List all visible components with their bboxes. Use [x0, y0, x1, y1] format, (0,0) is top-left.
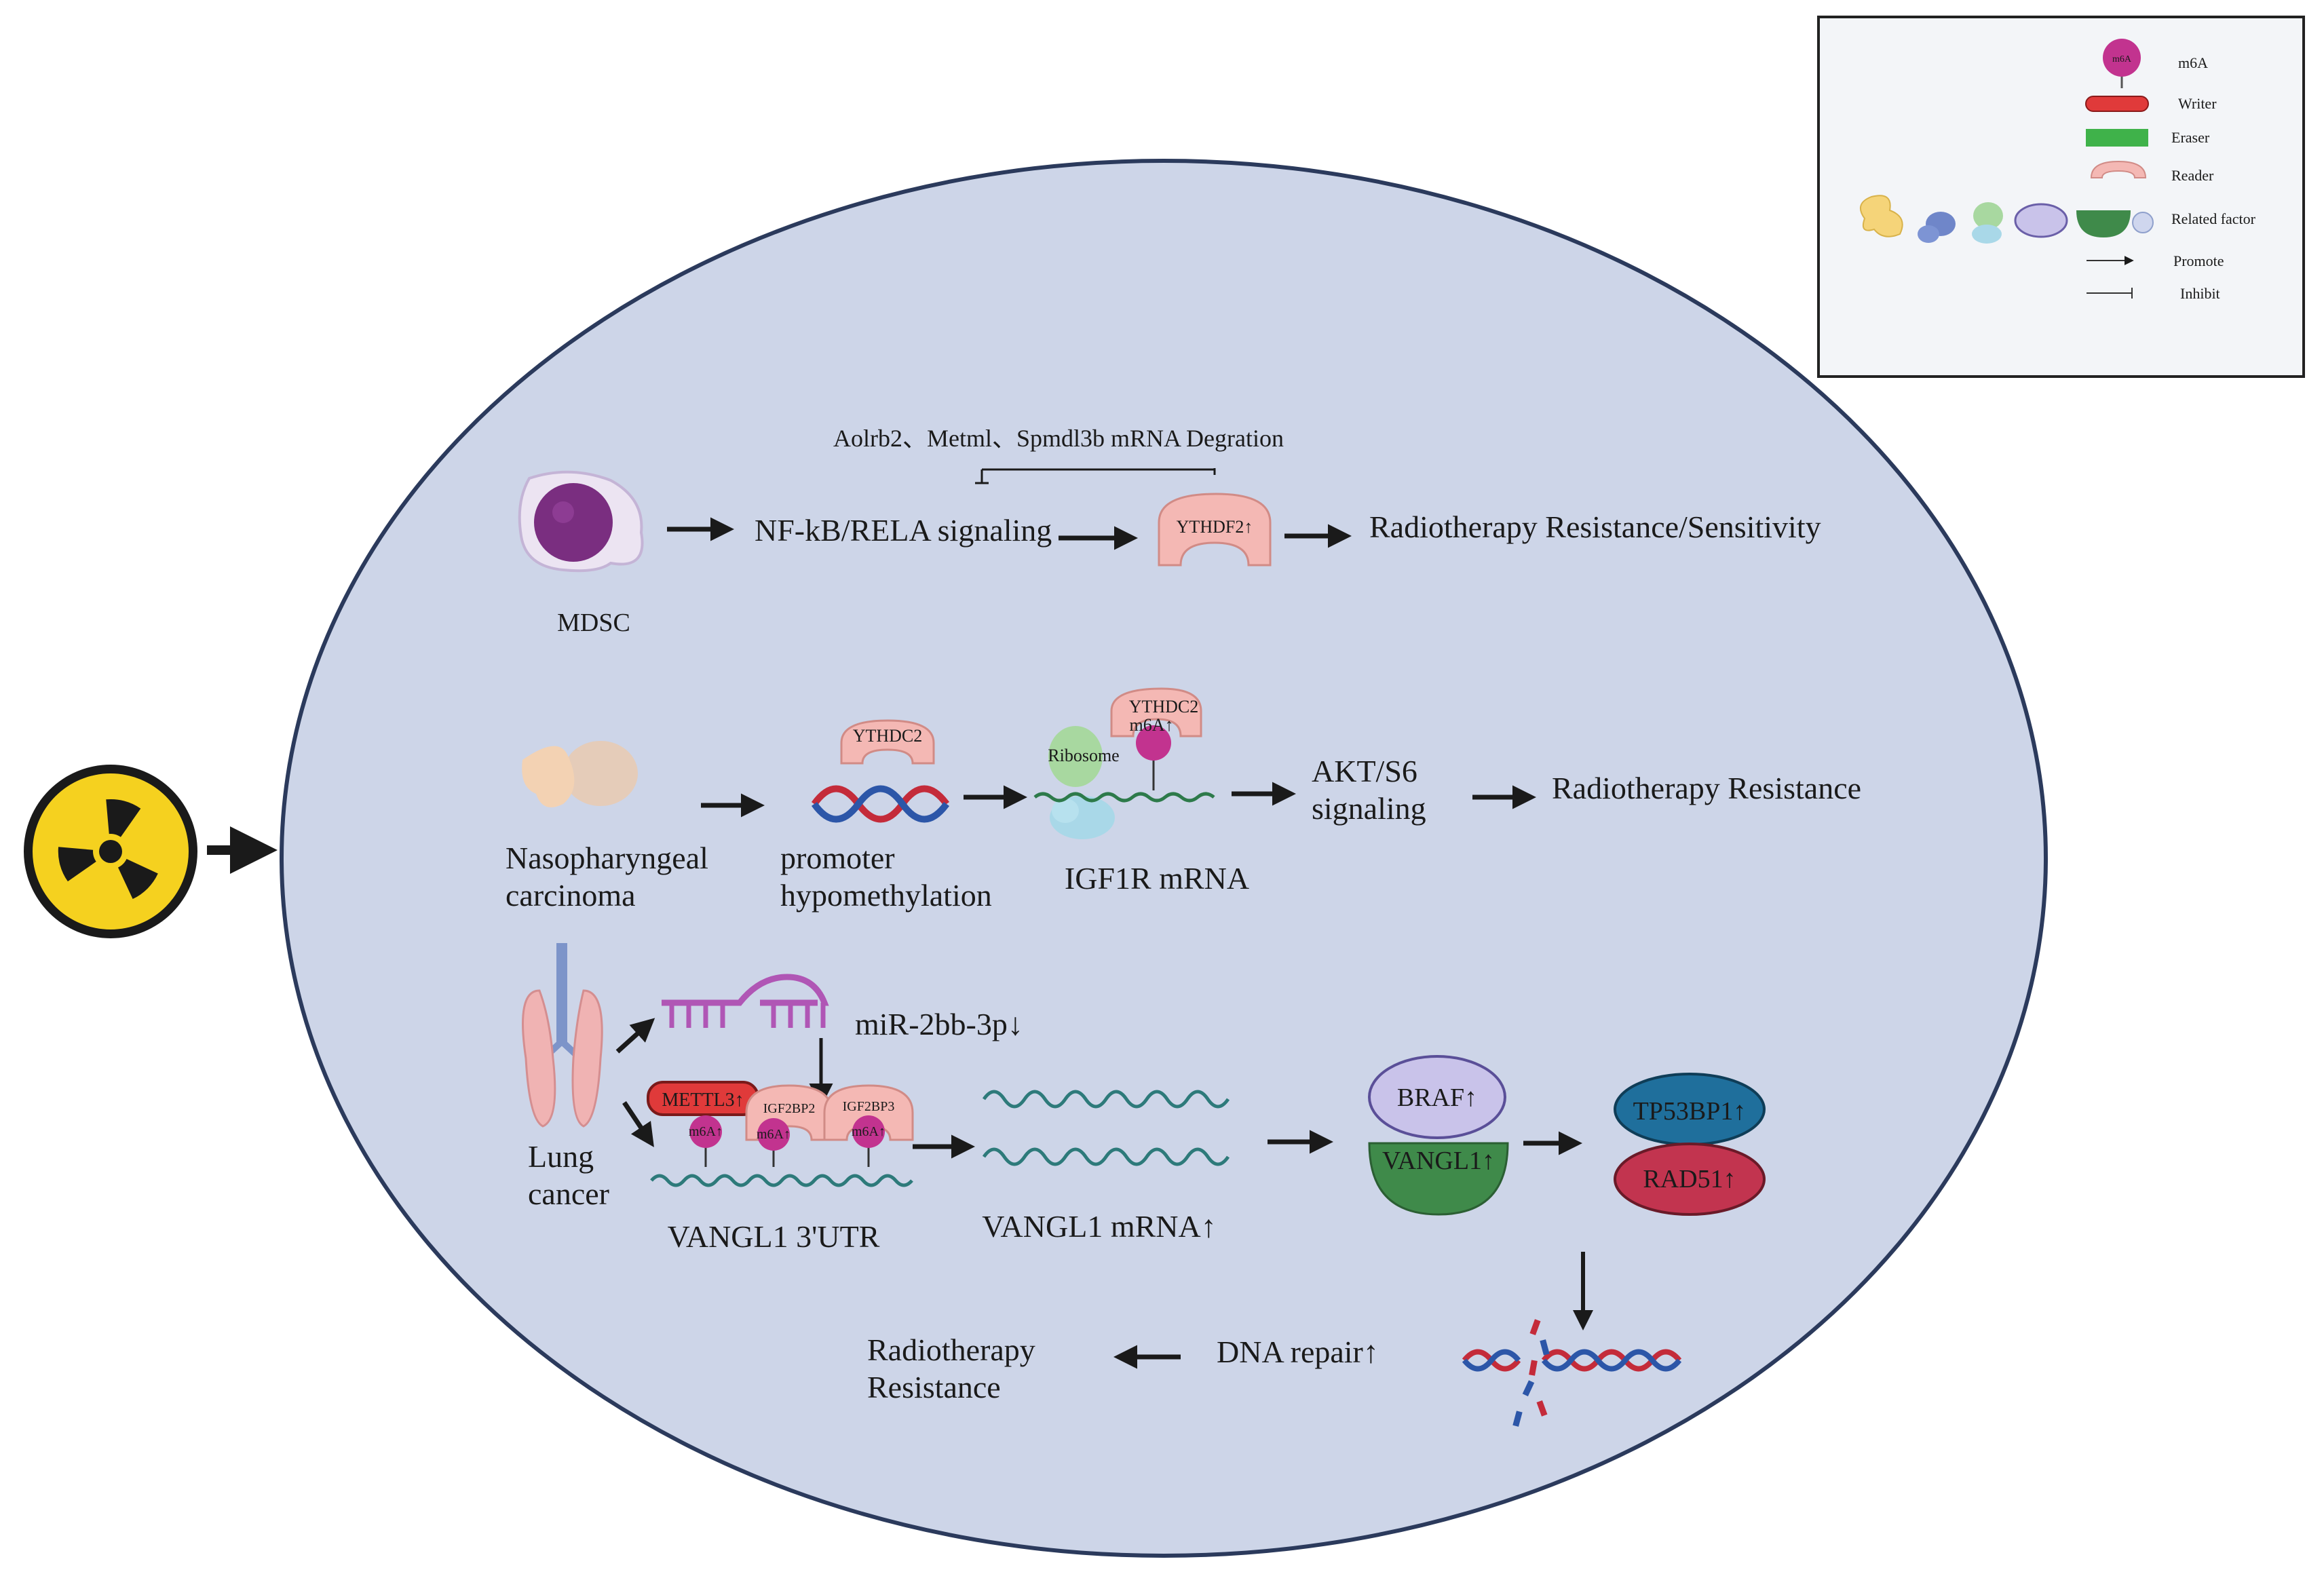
- legend-promote-label: Promote: [2173, 252, 2224, 269]
- vangl1-mrna-strand-1: [982, 1090, 1230, 1109]
- igf1r-mrna-label: IGF1R mRNA: [1065, 861, 1249, 896]
- radiation-icon: [24, 765, 197, 938]
- promoter-label-line2: hypomethylation: [780, 878, 992, 913]
- legend-box: m6A m6A Writer Eraser Reader Related fac…: [1817, 16, 2305, 378]
- legend-writer-label: Writer: [2178, 95, 2217, 112]
- legend-m6a-icon: [2103, 39, 2141, 77]
- m6a-2-label: m6A↑: [757, 1127, 790, 1142]
- mirna-label: miR-2bb-3p↓: [855, 1007, 1023, 1041]
- dna-double-helix-icon: [811, 785, 950, 823]
- promoter-label-line1: promoter: [780, 841, 895, 875]
- akt-label-line1: AKT/S6: [1312, 754, 1417, 788]
- legend-reader-label: Reader: [2171, 167, 2214, 184]
- vangl1-label: VANGL1↑: [1382, 1147, 1495, 1175]
- arrow-lung-to-utr: [622, 1101, 654, 1147]
- braf-label: BRAF↑: [1397, 1084, 1477, 1112]
- lung-icon: [522, 943, 603, 1128]
- lung-label-line1: Lung: [528, 1139, 594, 1174]
- vangl1-utr-strand: [650, 1174, 913, 1187]
- cell-body: [280, 159, 2048, 1558]
- legend-related-factor-label: Related factor: [2171, 210, 2256, 227]
- mdsc-cell-icon: [518, 470, 644, 573]
- ythdc2-promoter-label: YTHDC2: [853, 726, 923, 746]
- nfkb-signaling-label: NF-kB/RELA signaling: [755, 513, 1052, 548]
- tp53bp1-label: TP53BP1↑: [1633, 1097, 1747, 1126]
- lung-outcome-line2: Resistance: [867, 1370, 1001, 1404]
- m6a-1-icon: [689, 1115, 722, 1148]
- ythdc2-mrna-reader-icon: [1110, 687, 1202, 737]
- vangl1-utr-label: VANGL1 3'UTR: [668, 1219, 880, 1254]
- rad51-factor-icon: [1614, 1143, 1766, 1216]
- vangl1-factor-icon: [1368, 1142, 1509, 1216]
- nose-icon: [522, 741, 638, 807]
- m6a-2-icon: [757, 1118, 790, 1151]
- akt-label-line2: signaling: [1312, 791, 1426, 826]
- mdsc-label: MDSC: [557, 609, 630, 637]
- m6a-3-icon: [852, 1115, 885, 1148]
- m6a-3-label: m6A↑: [852, 1124, 885, 1139]
- vangl1-mrna-strand-2: [982, 1147, 1230, 1166]
- broken-dna-icon: [1462, 1319, 1682, 1427]
- ribosome-label: Ribosome: [1048, 746, 1119, 765]
- lung-outcome-line1: Radiotherapy: [867, 1333, 1035, 1367]
- rad51-label: RAD51↑: [1643, 1165, 1736, 1193]
- legend-reader-icon: [2090, 160, 2147, 178]
- ythdc2-mrna-label: YTHDC2: [1129, 697, 1199, 716]
- ribosome-icon: [1048, 726, 1115, 839]
- m6a-igf1r-icon: [1136, 725, 1171, 761]
- legend-m6a-label: m6A: [2178, 54, 2208, 71]
- dna-repair-label: DNA repair↑: [1217, 1335, 1379, 1369]
- legend-eraser-label: Eraser: [2171, 129, 2210, 146]
- lung-label-line2: cancer: [528, 1176, 609, 1211]
- npc-label-line1: Nasopharyngeal: [506, 841, 708, 875]
- legend-related-factor-icons: [1859, 195, 2154, 244]
- mirna-hairpin-icon: [662, 974, 829, 1028]
- inhibit-line-ythdf2: [975, 468, 1216, 484]
- npc-label-line2: carcinoma: [506, 878, 636, 913]
- vangl1-mrna-label: VANGL1 mRNA↑: [982, 1209, 1216, 1244]
- m6a-igf1r-label: m6A↑: [1130, 715, 1174, 735]
- svg-text:m6A: m6A: [2112, 54, 2132, 64]
- arrow-lung-to-mirna: [615, 1018, 655, 1054]
- legend-inhibit-label: Inhibit: [2180, 285, 2220, 302]
- ythdf2-label: YTHDF2↑: [1177, 517, 1253, 537]
- mettl3-label: METTL3↑: [662, 1090, 744, 1111]
- igf1r-mrna-strand: [1033, 792, 1215, 803]
- m6a-1-label: m6A↑: [689, 1124, 723, 1139]
- legend-writer-icon: [2085, 96, 2149, 112]
- braf-factor-icon: [1368, 1055, 1506, 1139]
- ythdc2-promoter-reader-icon: [840, 719, 935, 765]
- mdsc-outcome-label: Radiotherapy Resistance/Sensitivity: [1369, 510, 1821, 544]
- igf2bp2-label: IGF2BP2: [763, 1101, 816, 1116]
- legend-eraser-icon: [2086, 129, 2148, 147]
- ythdf2-reader-icon: [1158, 493, 1272, 567]
- igf2bp3-label: IGF2BP3: [843, 1099, 895, 1114]
- npc-outcome-label: Radiotherapy Resistance: [1552, 771, 1861, 805]
- inhibited-genes-label: Aolrb2、Metml、Spmdl3b mRNA Degration: [833, 425, 1284, 452]
